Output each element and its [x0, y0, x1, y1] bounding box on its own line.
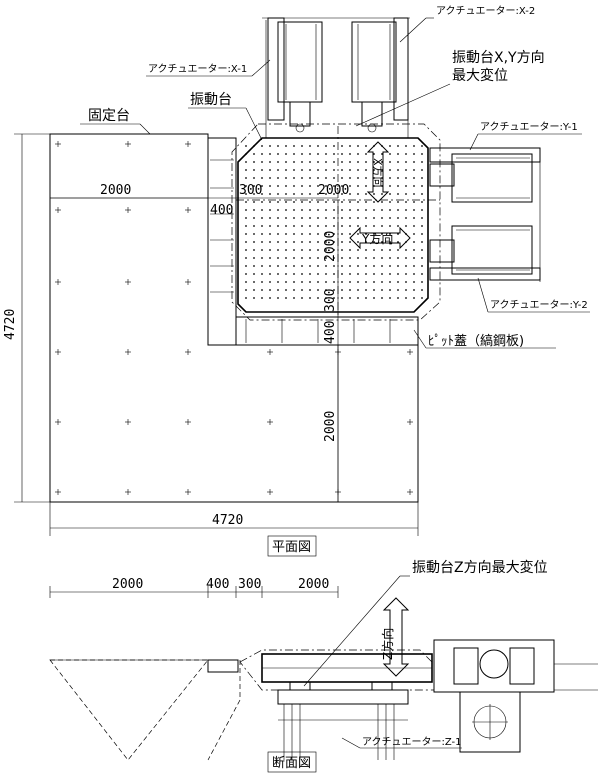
plan-dimensions: 2000 300 2000 400 4720 4720 2000 300 400…: [3, 133, 419, 536]
svg-text:Z方向: Z方向: [380, 628, 395, 660]
actuator-y2: [429, 225, 541, 281]
dim-vert-upper: 2000: [323, 231, 338, 262]
sec-dim-4: 2000: [298, 577, 329, 592]
label-z-max-disp: 振動台Z方向最大変位: [412, 559, 548, 576]
section-view: 2000 400 300 2000: [49, 559, 598, 773]
actuator-x2: [351, 17, 409, 133]
dim-overall-width: 4720: [212, 513, 243, 528]
plan-labels: 固定台 振動台 振動台X,Y方向 最大変位 アクチュエーター:X-1 アクチュエ…: [80, 5, 590, 349]
pit-cover-horizontal: [235, 316, 419, 346]
sec-dim-1: 2000: [112, 577, 143, 592]
fixed-table-section: [49, 659, 209, 761]
label-actuator-x2: アクチュエーター:X-2: [436, 5, 535, 17]
x-direction-arrow: X方向: [366, 141, 390, 203]
table-bolt-holes: [245, 145, 423, 299]
label-xy-max-disp-2: 最大変位: [452, 67, 508, 84]
svg-text:X方向: X方向: [371, 158, 385, 188]
label-actuator-x1: アクチュエーター:X-1: [148, 63, 247, 75]
dim-vert-400: 400: [323, 321, 338, 344]
pit-cover-ribs: [210, 159, 391, 343]
plan-caption-box: [267, 535, 317, 557]
label-shaking-table: 振動台: [190, 92, 232, 108]
shaking-table-max-disp: [231, 123, 441, 321]
svg-text:Y方向: Y方向: [361, 231, 393, 246]
shaking-table: [237, 137, 429, 313]
label-pit-cover: ﾋﾟｯﾄ蓋（縞鋼板): [428, 333, 524, 349]
dim-overall-height: 4720: [3, 309, 18, 340]
dim-left-small: 400: [210, 203, 233, 218]
actuator-y1: [429, 147, 541, 203]
fixed-table-grid-marks: [55, 141, 413, 495]
section-caption-box: [267, 751, 317, 773]
dim-top-left: 2000: [100, 183, 131, 198]
sec-dim-2: 400: [206, 577, 229, 592]
label-actuator-y2: アクチュエーター:Y-2: [490, 299, 588, 311]
section-caption: 断面図: [272, 756, 311, 771]
actuator-z1: [277, 689, 409, 760]
z-direction-arrow: Z方向: [380, 597, 410, 677]
label-xy-max-disp-1: 振動台X,Y方向: [452, 50, 545, 66]
dim-vert-300: 300: [323, 289, 338, 312]
plan-caption: 平面図: [272, 540, 311, 555]
actuator-y-section: [433, 639, 598, 753]
pit-cover-vertical: [207, 137, 237, 346]
plan-view: X方向 Y方向 2000 300 2000 400 4720 4720 2000: [3, 5, 590, 557]
dim-top-gap: 300: [239, 183, 262, 198]
sec-dim-3: 300: [238, 577, 261, 592]
y-direction-arrow: Y方向: [349, 226, 411, 250]
label-fixed-table: 固定台: [88, 108, 130, 124]
dim-vert-lower: 2000: [323, 411, 338, 442]
actuator-x1: [267, 17, 323, 133]
dim-top-right: 2000: [318, 183, 349, 198]
label-actuator-y1: アクチュエーター:Y-1: [480, 121, 578, 133]
label-actuator-z1: アクチュエーター:Z-1: [362, 736, 462, 748]
